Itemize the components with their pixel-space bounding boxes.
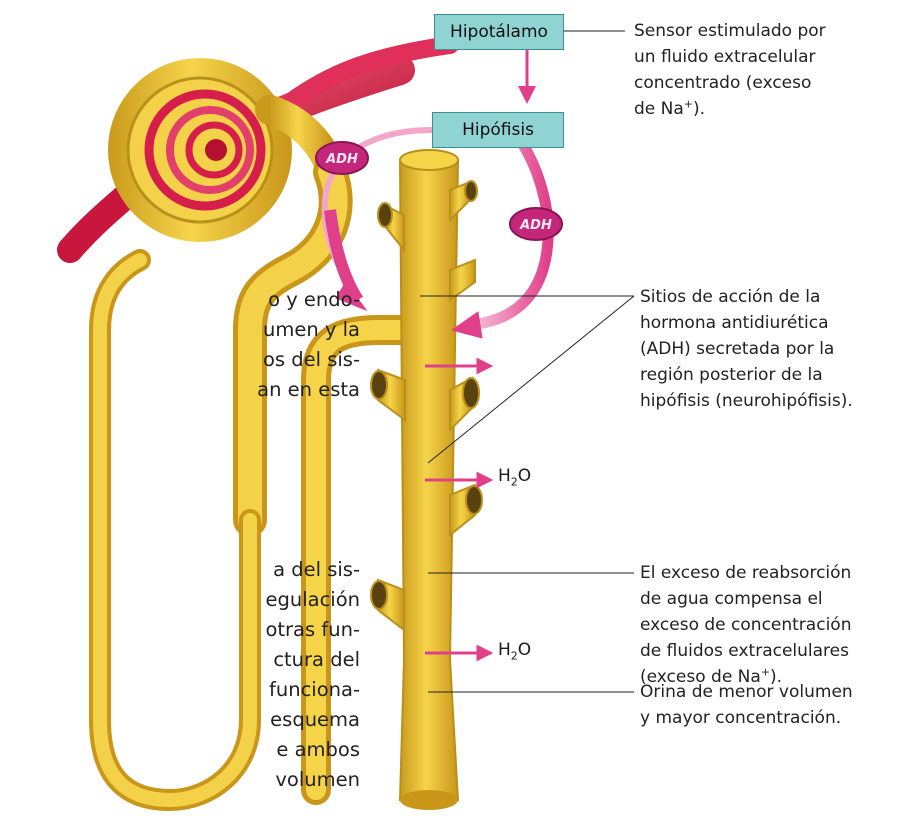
adh-badge-2: ADH xyxy=(510,208,562,240)
pituitary-box: Hipófisis xyxy=(432,112,564,148)
body-text-paragraph-1: o y endo- umen y la os del sis- an en es… xyxy=(0,285,360,405)
water-label-1: H2O xyxy=(498,466,531,488)
annotation-line: de fluidos extracelulares xyxy=(640,638,851,664)
water-label-h: H xyxy=(498,640,511,660)
annotation-line: Orina de menor volumen xyxy=(640,679,853,705)
adh-badge-label: ADH xyxy=(519,218,552,233)
annotation-text: de Na xyxy=(634,99,684,119)
urine-annotation: Orina de menor volumen y mayor concentra… xyxy=(640,679,853,731)
adh-sites-annotation: Sitios de acción de la hormona antidiuré… xyxy=(640,284,853,414)
body-text-line: esquema xyxy=(0,705,360,735)
annotation-line: exceso de concentración xyxy=(640,612,851,638)
water-label-o: O xyxy=(518,640,531,660)
annotation-superscript: + xyxy=(684,97,693,110)
water-label-h: H xyxy=(498,466,511,486)
annotation-line: hormona antidiurética xyxy=(640,310,853,336)
adh-badge-1: ADH xyxy=(316,142,368,174)
annotation-line: (ADH) secretada por la xyxy=(640,336,853,362)
annotation-line: El exceso de reabsorción xyxy=(640,560,851,586)
annotation-line: de agua compensa el xyxy=(640,586,851,612)
hypothalamus-box: Hipotálamo xyxy=(434,14,564,50)
annotation-line: hipófisis (neurohipófisis). xyxy=(640,388,853,414)
body-text-line: a del sis- xyxy=(0,555,360,585)
body-text-line: an en esta xyxy=(0,375,360,405)
body-text-line: egulación xyxy=(0,585,360,615)
glomerulus xyxy=(108,58,332,242)
annotation-line: Sensor estimulado por xyxy=(634,18,826,44)
body-text-line: o y endo- xyxy=(0,285,360,315)
water-label-subscript: 2 xyxy=(511,475,518,488)
adh-badge-label: ADH xyxy=(325,152,358,167)
body-text-line: os del sis- xyxy=(0,345,360,375)
body-text-paragraph-2: a del sis- egulación otras fun- ctura de… xyxy=(0,555,360,795)
reabsorption-annotation: El exceso de reabsorción de agua compens… xyxy=(640,560,851,690)
water-label-2: H2O xyxy=(498,640,531,662)
annotation-line: y mayor concentración. xyxy=(640,705,853,731)
body-text-line: otras fun- xyxy=(0,615,360,645)
annotation-line: Sitios de acción de la xyxy=(640,284,853,310)
body-text-line: funciona- xyxy=(0,675,360,705)
sensor-annotation: Sensor estimulado por un fluido extracel… xyxy=(634,18,826,122)
body-text-line: volumen xyxy=(0,765,360,795)
body-text-line: umen y la xyxy=(0,315,360,345)
annotation-line: de Na+). xyxy=(634,96,826,122)
water-label-subscript: 2 xyxy=(511,649,518,662)
annotation-line: región posterior de la xyxy=(640,362,853,388)
annotation-tail: ). xyxy=(693,99,705,119)
body-text-line: ctura del xyxy=(0,645,360,675)
annotation-line: un fluido extracelular xyxy=(634,44,826,70)
body-text-line: e ambos xyxy=(0,735,360,765)
annotation-superscript: + xyxy=(761,665,770,678)
water-label-o: O xyxy=(518,466,531,486)
annotation-line: concentrado (exceso xyxy=(634,70,826,96)
